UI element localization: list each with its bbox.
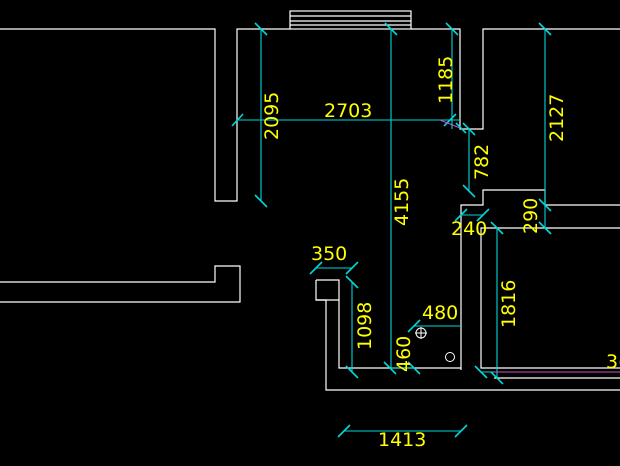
- dim-label-1413[interactable]: 1413: [378, 429, 426, 451]
- dim-label-782[interactable]: 782: [471, 144, 493, 180]
- wall-left-lower: [0, 265, 241, 303]
- wall-right-corridor: [480, 227, 620, 369]
- wall-left-room: [0, 28, 261, 202]
- wall-bottom-outer: [316, 299, 620, 391]
- dim-label-2127[interactable]: 2127: [546, 94, 568, 142]
- dim-label-480[interactable]: 480: [422, 302, 458, 324]
- dim-label-350[interactable]: 350: [311, 243, 347, 265]
- dimension-labels: 2095 2703 1185 2127 782 4155 290 240 181…: [261, 56, 620, 451]
- dim-label-240[interactable]: 240: [451, 218, 487, 240]
- plumbing-fixture-icon[interactable]: [415, 327, 427, 339]
- dim-label-460[interactable]: 460: [393, 336, 415, 372]
- window-top: [289, 10, 412, 30]
- dimension-lines: [231, 22, 620, 438]
- fixtures: [415, 327, 455, 362]
- dim-label-1098[interactable]: 1098: [354, 302, 376, 350]
- dim-label-290[interactable]: 290: [520, 198, 542, 234]
- dim-label-2703[interactable]: 2703: [324, 100, 372, 122]
- drain-icon[interactable]: [445, 352, 455, 362]
- dim-label-2095[interactable]: 2095: [261, 92, 283, 140]
- wall-bottom-room: [315, 279, 340, 301]
- wall-bottom-inner: [338, 300, 461, 369]
- dim-label-1185[interactable]: 1185: [435, 56, 457, 104]
- dim-label-4155[interactable]: 4155: [391, 178, 413, 226]
- dim-label-3x-cut[interactable]: 3(: [606, 351, 620, 373]
- dim-label-1816[interactable]: 1816: [498, 280, 520, 328]
